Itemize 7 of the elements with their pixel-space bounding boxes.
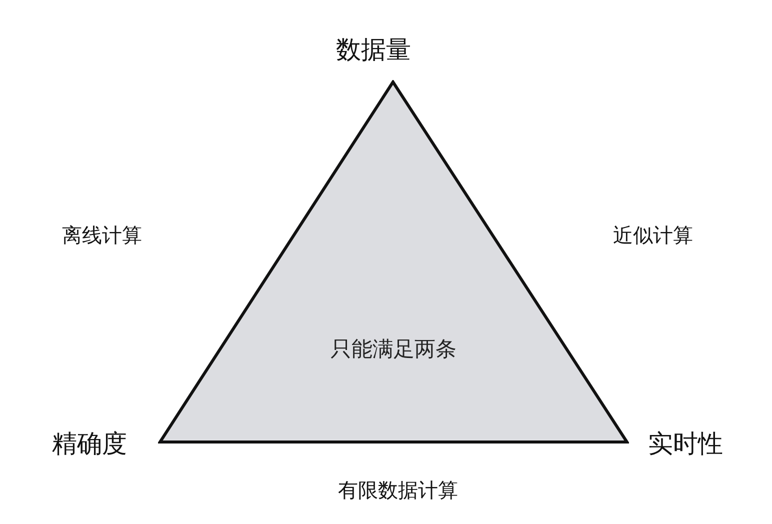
vertex-label: 精确度	[52, 428, 127, 460]
vertex-label: 数据量	[336, 34, 411, 66]
side-label: 近似计算	[613, 222, 693, 249]
vertex-label: 实时性	[648, 428, 723, 460]
side-label: 离线计算	[62, 222, 142, 249]
side-label: 有限数据计算	[338, 477, 458, 504]
triangle-label: 只能满足两条	[330, 336, 458, 363]
